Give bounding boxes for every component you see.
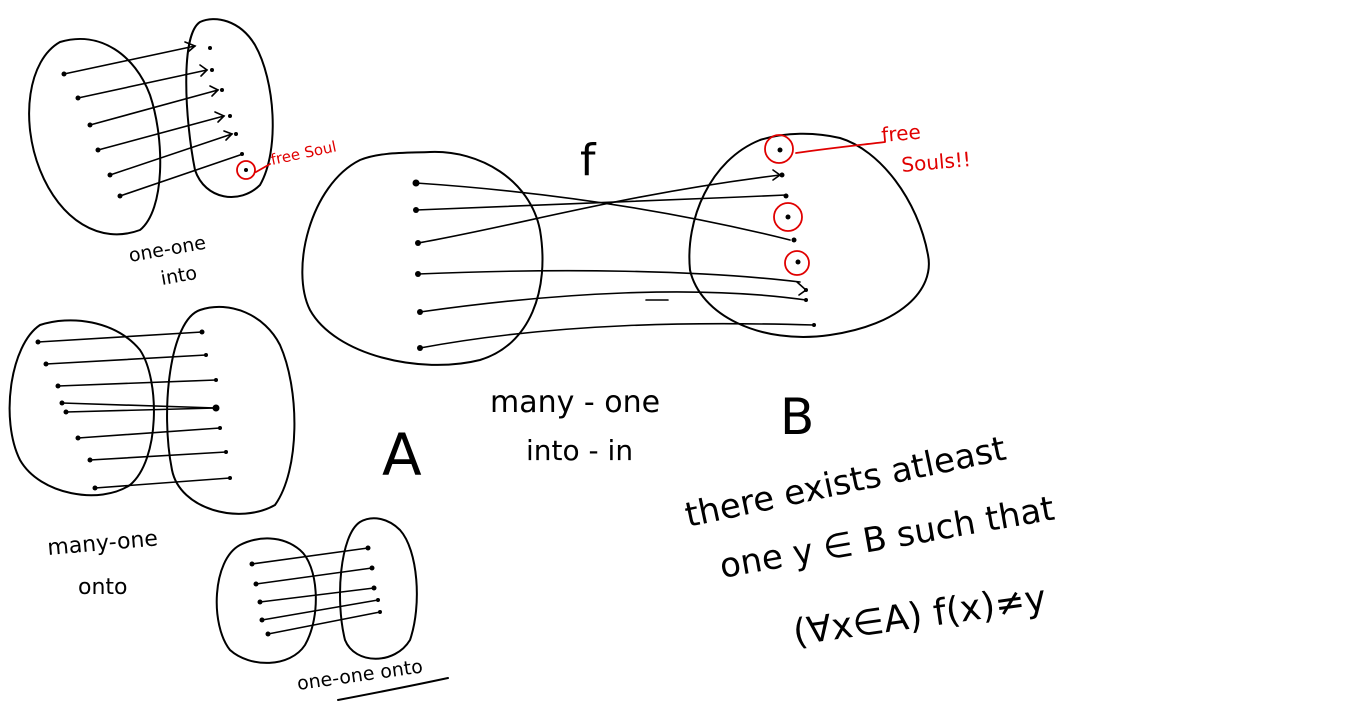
one-one-into-label-line1: one-one (127, 232, 208, 267)
diagram-many-one-into: free Souls!! f A B many - one into - in (301, 120, 972, 489)
codomain-points-3 (365, 545, 382, 614)
diagram-one-one-onto: one-one onto (215, 517, 449, 701)
domain-points-3 (249, 561, 271, 637)
set-a-oval-main (301, 150, 544, 366)
mapping-arrows-1 (63, 41, 241, 197)
many-one-onto-label-line1: many-one (46, 526, 159, 561)
free-soul-pointer (255, 163, 271, 173)
mapping-arrows-main (415, 169, 815, 349)
set-b-oval-3 (339, 517, 418, 660)
free-souls-highlights (764, 134, 886, 276)
free-soul-circle-1 (764, 134, 794, 164)
mapping-arrows-3 (251, 547, 381, 635)
free-soul-circle-2 (773, 202, 803, 232)
codomain-points-2 (199, 329, 232, 480)
domain-points-main (412, 179, 423, 351)
many-one-into-label-line2: into - in (526, 434, 633, 467)
set-b-oval-main (688, 132, 930, 338)
codomain-points-main (777, 147, 816, 327)
one-one-onto-underline (337, 677, 449, 701)
function-f-label: f (580, 135, 597, 186)
diagram-many-one-onto: many-one onto (8, 305, 296, 600)
free-souls-pointer (795, 141, 886, 154)
diagram-one-one-into: free Soul one-one into (28, 18, 338, 290)
codomain-points-1 (208, 46, 248, 172)
free-souls-label-line1: free (880, 120, 921, 147)
set-a-oval-3 (215, 537, 317, 664)
set-a-oval-2 (8, 319, 155, 497)
definition-notes: there exists atleast one y ∈ B such that… (682, 429, 1058, 654)
domain-points-1 (61, 71, 123, 199)
mapping-arrows-2 (37, 331, 231, 489)
free-soul-small-label: free Soul (269, 137, 338, 168)
many-one-onto-label-line2: onto (78, 575, 128, 600)
domain-points-2 (35, 339, 98, 491)
free-souls-label-line2: Souls!! (900, 147, 971, 177)
set-a-oval-1 (28, 37, 162, 236)
one-one-onto-label: one-one onto (296, 656, 425, 695)
set-b-label: B (780, 388, 814, 446)
definition-line3: (∀x∈A) f(x)≠y (791, 578, 1049, 654)
one-one-into-label-line2: into (159, 262, 199, 290)
free-soul-circle-3 (784, 250, 810, 276)
set-b-oval-2 (166, 305, 296, 515)
set-b-oval-1 (185, 18, 274, 198)
free-soul-circle-small (236, 160, 256, 180)
many-one-into-label-line1: many - one (490, 385, 660, 420)
set-a-label: A (382, 421, 422, 489)
